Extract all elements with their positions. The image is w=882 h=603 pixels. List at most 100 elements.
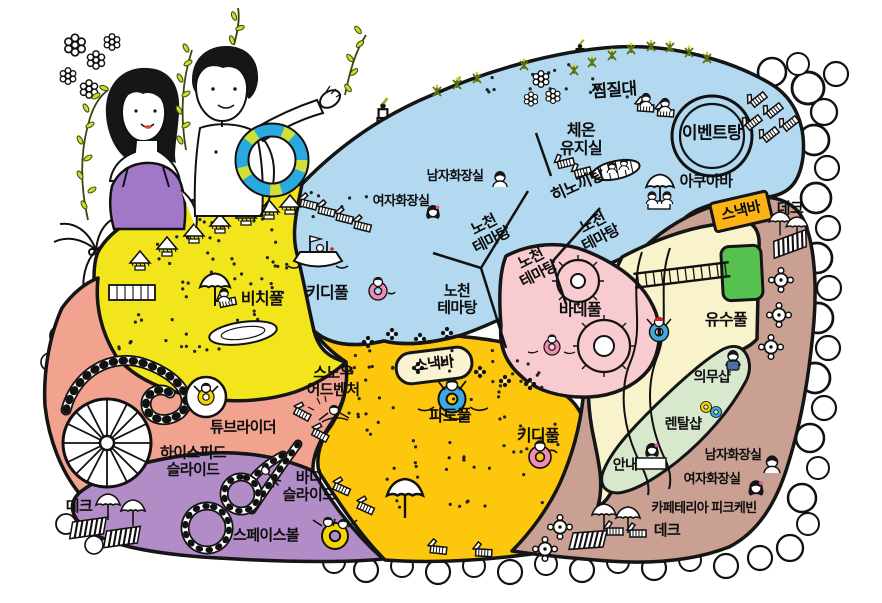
bush-icon bbox=[775, 533, 805, 563]
sand-dot bbox=[413, 461, 417, 465]
leaf-icon bbox=[181, 42, 191, 54]
label-deck-bottom-right: 데크 bbox=[653, 521, 681, 539]
sand-dot bbox=[249, 282, 253, 286]
grass-icon bbox=[646, 38, 656, 52]
sand-dot bbox=[357, 397, 361, 401]
sand-dot bbox=[556, 443, 560, 447]
sand-dot bbox=[512, 450, 516, 454]
leaf-icon bbox=[75, 134, 85, 146]
sand-dot bbox=[117, 347, 121, 351]
sand-dot bbox=[540, 500, 544, 505]
sand-dot bbox=[233, 277, 237, 281]
sand-dot bbox=[364, 195, 368, 199]
label-tube-rider: 튜브라이더 bbox=[209, 418, 277, 436]
bush-icon bbox=[568, 556, 596, 584]
sand-dot bbox=[522, 472, 526, 477]
medical-staff-icon bbox=[725, 349, 741, 371]
sand-dot bbox=[197, 345, 202, 349]
sand-dot bbox=[553, 422, 557, 426]
tube-rider-splash-icon bbox=[184, 375, 228, 419]
sand-dot bbox=[487, 466, 492, 470]
sand-dot bbox=[252, 312, 257, 317]
label-rental-shop: 렌탈샵 bbox=[664, 415, 702, 432]
sand-dot bbox=[347, 411, 351, 415]
people-icons bbox=[217, 92, 781, 549]
sand-dot bbox=[356, 412, 360, 416]
sand-dot bbox=[444, 467, 449, 472]
sand-dot bbox=[235, 318, 240, 322]
sand-dot bbox=[496, 395, 501, 399]
label-deck-top-right: 데크 bbox=[776, 199, 804, 217]
sand-dot bbox=[265, 256, 270, 260]
label-body-slide: 바디 슬라이드 bbox=[282, 469, 336, 503]
water-slide-icon bbox=[62, 356, 190, 424]
sand-dot bbox=[198, 217, 202, 222]
bush-icon bbox=[424, 558, 452, 586]
bush-icon bbox=[786, 52, 810, 76]
label-jjimjildae: 찜질대 bbox=[590, 79, 638, 102]
river-rider-icon bbox=[646, 316, 672, 342]
sand-dot bbox=[217, 347, 221, 351]
bush-icon bbox=[796, 512, 820, 536]
sand-dot bbox=[395, 499, 399, 503]
sand-dot bbox=[451, 397, 456, 401]
swim-ring-icon bbox=[234, 122, 310, 198]
spa-dividers bbox=[432, 132, 601, 349]
sand-dot bbox=[179, 345, 184, 349]
sand-dot bbox=[269, 281, 273, 286]
sand-dot bbox=[155, 242, 160, 246]
label-nocheon-4: 노천 테마탕 bbox=[437, 282, 477, 316]
sand-dot bbox=[181, 287, 185, 291]
rides bbox=[60, 158, 641, 555]
flower-icon bbox=[523, 91, 539, 107]
body-slider-icon bbox=[260, 465, 282, 488]
sand-dot bbox=[184, 344, 188, 348]
leaf-icon bbox=[342, 82, 354, 94]
sand-dot bbox=[469, 397, 473, 402]
sand-dot bbox=[217, 239, 221, 243]
snackbar-badge bbox=[394, 345, 474, 386]
sand-dot bbox=[535, 373, 539, 377]
leaf-icon bbox=[234, 23, 246, 33]
flower-icon bbox=[545, 87, 561, 105]
sand-dot bbox=[497, 390, 501, 394]
sand-dot bbox=[368, 432, 373, 436]
sand-dots bbox=[117, 63, 629, 509]
bade-pool-tubs bbox=[552, 255, 635, 377]
sand-dot bbox=[193, 349, 197, 353]
sand-dot bbox=[588, 90, 593, 95]
sand-dot bbox=[397, 505, 402, 509]
flower-icon bbox=[532, 70, 550, 88]
sand-dot bbox=[202, 220, 206, 224]
sand-dot bbox=[252, 309, 256, 313]
leaf-icon bbox=[175, 72, 185, 84]
leaf-icon bbox=[344, 52, 356, 64]
sand-dot bbox=[258, 290, 262, 294]
sand-dot bbox=[450, 349, 454, 353]
sand-dot bbox=[498, 417, 502, 421]
sand-dot bbox=[311, 214, 315, 219]
sand-dot bbox=[186, 281, 190, 285]
sand-dot bbox=[448, 440, 452, 445]
leaf-icon bbox=[86, 185, 98, 195]
sand-dot bbox=[256, 317, 260, 321]
sand-dot bbox=[414, 445, 418, 449]
sand-dot bbox=[316, 194, 321, 198]
sand-dot bbox=[270, 286, 274, 290]
sand-dot bbox=[503, 415, 507, 419]
sand-dot bbox=[625, 95, 629, 99]
bush-icon bbox=[746, 544, 774, 572]
label-deck-bottom-left: 데크 bbox=[65, 497, 93, 515]
sand-dot bbox=[211, 257, 215, 261]
sand-dot bbox=[206, 251, 210, 255]
sand-dot bbox=[540, 385, 544, 389]
sand-dot bbox=[442, 360, 446, 364]
water-slide-icon bbox=[221, 474, 261, 514]
sand-dot bbox=[364, 412, 368, 416]
sand-dot bbox=[483, 504, 487, 508]
label-medical-shop: 의무샵 bbox=[693, 368, 731, 385]
sand-dot bbox=[487, 90, 491, 94]
sand-dot bbox=[280, 290, 285, 295]
water-slide-icon bbox=[182, 503, 232, 553]
